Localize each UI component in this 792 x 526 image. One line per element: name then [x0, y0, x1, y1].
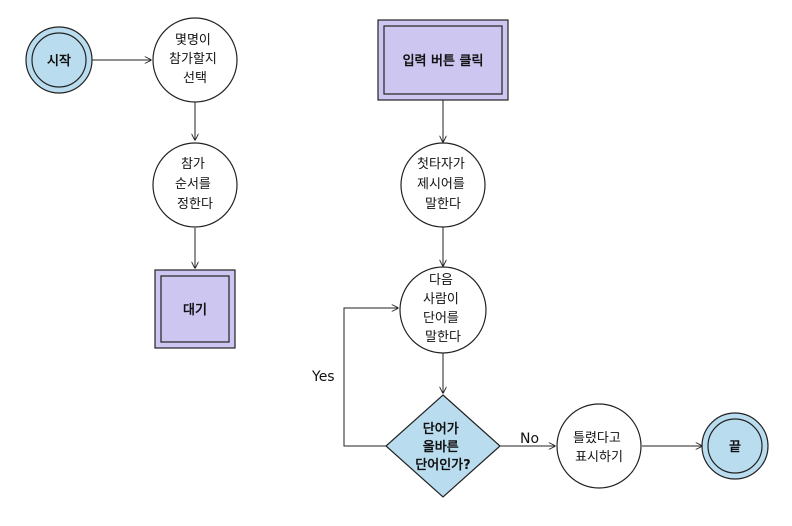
svg-text:단어가 올바른 단어인가?: 단어가 올바른 단어인가? [415, 421, 470, 473]
svg-text:몇명이 참가할지 선택: 몇명이 참가할지 선택 [169, 33, 221, 86]
svg-text:첫타자가 제시어를 말한다: 첫타자가 제시어를 말한다 [417, 157, 469, 212]
check-decision-node: 단어가 올바른 단어인가? [385, 394, 501, 498]
edge-check-yes-loop [343, 308, 398, 447]
check-line-3: 단어인가? [415, 457, 470, 473]
wait-node: 대기 [154, 269, 236, 349]
check-line-2: 올바른 [423, 439, 459, 455]
next-word-line-3: 단어를 [423, 311, 459, 326]
order-line-1: 참가 [181, 157, 205, 172]
start-node: 시작 [25, 26, 93, 94]
choose-players-node: 몇명이 참가할지 선택 [152, 17, 238, 103]
first-word-node: 첫타자가 제시어를 말한다 [400, 142, 486, 228]
svg-text:다음 사람이 단어를 말: 다음 사람이 단어를 말한다 [423, 273, 463, 345]
choose-players-line-1: 몇명이 [175, 33, 211, 48]
end-node: 끝 [701, 412, 769, 480]
svg-text:참가 순서를 정한다: 참가 순서를 정한다 [175, 157, 215, 212]
order-node: 참가 순서를 정한다 [152, 142, 238, 228]
wrong-line-1: 틀렸다고 [573, 431, 621, 446]
start-label: 시작 [47, 53, 71, 69]
wait-label: 대기 [183, 303, 207, 318]
svg-text:틀렸다고 표시하기: 틀렸다고 표시하기 [573, 431, 625, 465]
next-word-line-4: 말한다 [425, 330, 461, 345]
check-line-1: 단어가 [423, 421, 459, 437]
input-click-node: 입력 버튼 클릭 [377, 19, 509, 101]
wrong-line-2: 표시하기 [575, 450, 623, 465]
order-line-3: 정한다 [177, 197, 213, 212]
next-word-node: 다음 사람이 단어를 말한다 [399, 266, 487, 354]
wrong-node: 틀렸다고 표시하기 [556, 403, 642, 489]
first-word-line-1: 첫타자가 [417, 157, 465, 172]
next-word-line-2: 사람이 [423, 292, 459, 307]
first-word-line-3: 말한다 [425, 197, 461, 212]
edge-label-yes: Yes [311, 369, 335, 385]
end-label: 끝 [729, 440, 741, 455]
choose-players-line-3: 선택 [183, 71, 207, 86]
first-word-line-2: 제시어를 [417, 177, 465, 192]
edge-label-no: No [520, 431, 539, 447]
order-line-2: 순서를 [175, 177, 211, 192]
next-word-line-1: 다음 [429, 273, 453, 288]
choose-players-line-2: 참가할지 [169, 52, 217, 67]
input-click-label: 입력 버튼 클릭 [403, 53, 484, 69]
